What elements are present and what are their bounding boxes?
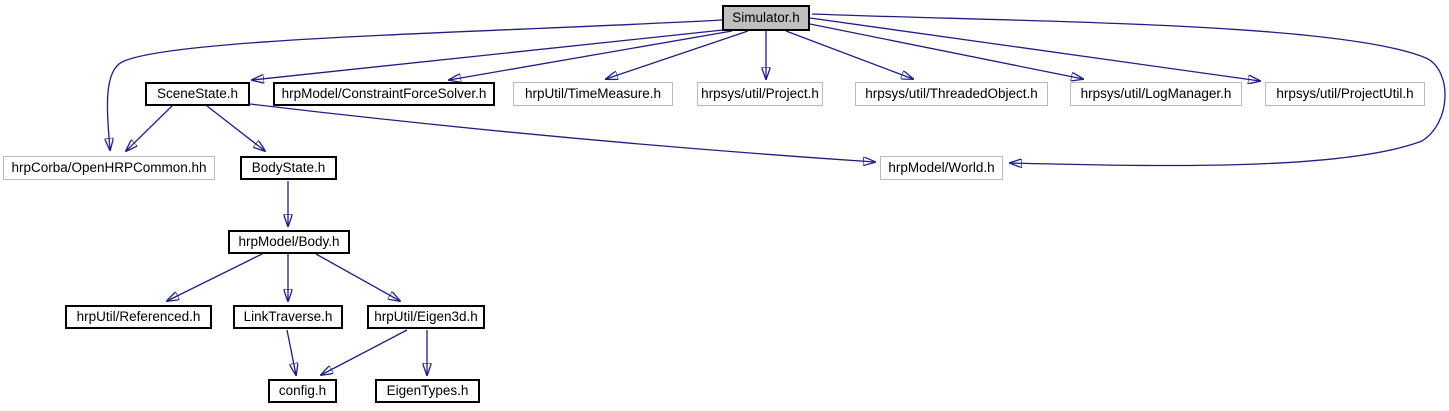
node-world-h: hrpModel/World.h <box>880 156 1003 180</box>
edge-linktraverse-config <box>286 329 296 375</box>
edge-simulator-threaded <box>785 30 913 79</box>
node-eigen3d-h[interactable]: hrpUtil/Eigen3d.h <box>367 305 485 329</box>
node-logmanager-h: hrpsys/util/LogManager.h <box>1070 82 1242 106</box>
edge-scenestate-world <box>249 103 875 162</box>
node-config-h[interactable]: config.h <box>268 379 337 403</box>
node-threadedobject-h: hrpsys/util/ThreadedObject.h <box>855 82 1048 106</box>
edge-simulator-projectutil <box>809 17 1260 81</box>
node-eigentypes-h[interactable]: EigenTypes.h <box>375 379 480 403</box>
edge-simulator-logmanager <box>809 23 1083 79</box>
node-bodystate-h[interactable]: BodyState.h <box>240 156 337 180</box>
edge-scenestate-openhrp <box>126 105 173 151</box>
node-projectutil-h: hrpsys/util/ProjectUtil.h <box>1265 82 1425 106</box>
edge-simulator-scenestate <box>252 29 724 80</box>
node-referenced-h[interactable]: hrpUtil/Referenced.h <box>65 305 212 329</box>
edge-eigen3d-config <box>321 329 408 375</box>
node-linktraverse-h[interactable]: LinkTraverse.h <box>233 305 343 329</box>
edge-simulator-timemeasure <box>606 30 749 79</box>
edge-scenestate-bodystate <box>206 105 265 151</box>
edge-body-eigen3d <box>315 253 400 301</box>
edge-simulator-constraint <box>449 30 733 80</box>
node-simulator-h: Simulator.h <box>722 5 810 31</box>
node-constraintforcesolver-h[interactable]: hrpModel/ConstraintForceSolver.h <box>273 82 495 106</box>
node-openhrpcommon-hh: hrpCorba/OpenHRPCommon.hh <box>3 156 215 180</box>
node-timemeasure-h: hrpUtil/TimeMeasure.h <box>513 82 673 106</box>
node-scenestate-h[interactable]: SceneState.h <box>145 82 250 106</box>
node-body-h[interactable]: hrpModel/Body.h <box>228 230 350 254</box>
edge-body-referenced <box>167 253 263 301</box>
edge-simulator-world <box>811 13 1446 166</box>
node-project-h: hrpsys/util/Project.h <box>697 82 823 106</box>
edge-simulator-openhrp <box>107 19 723 150</box>
